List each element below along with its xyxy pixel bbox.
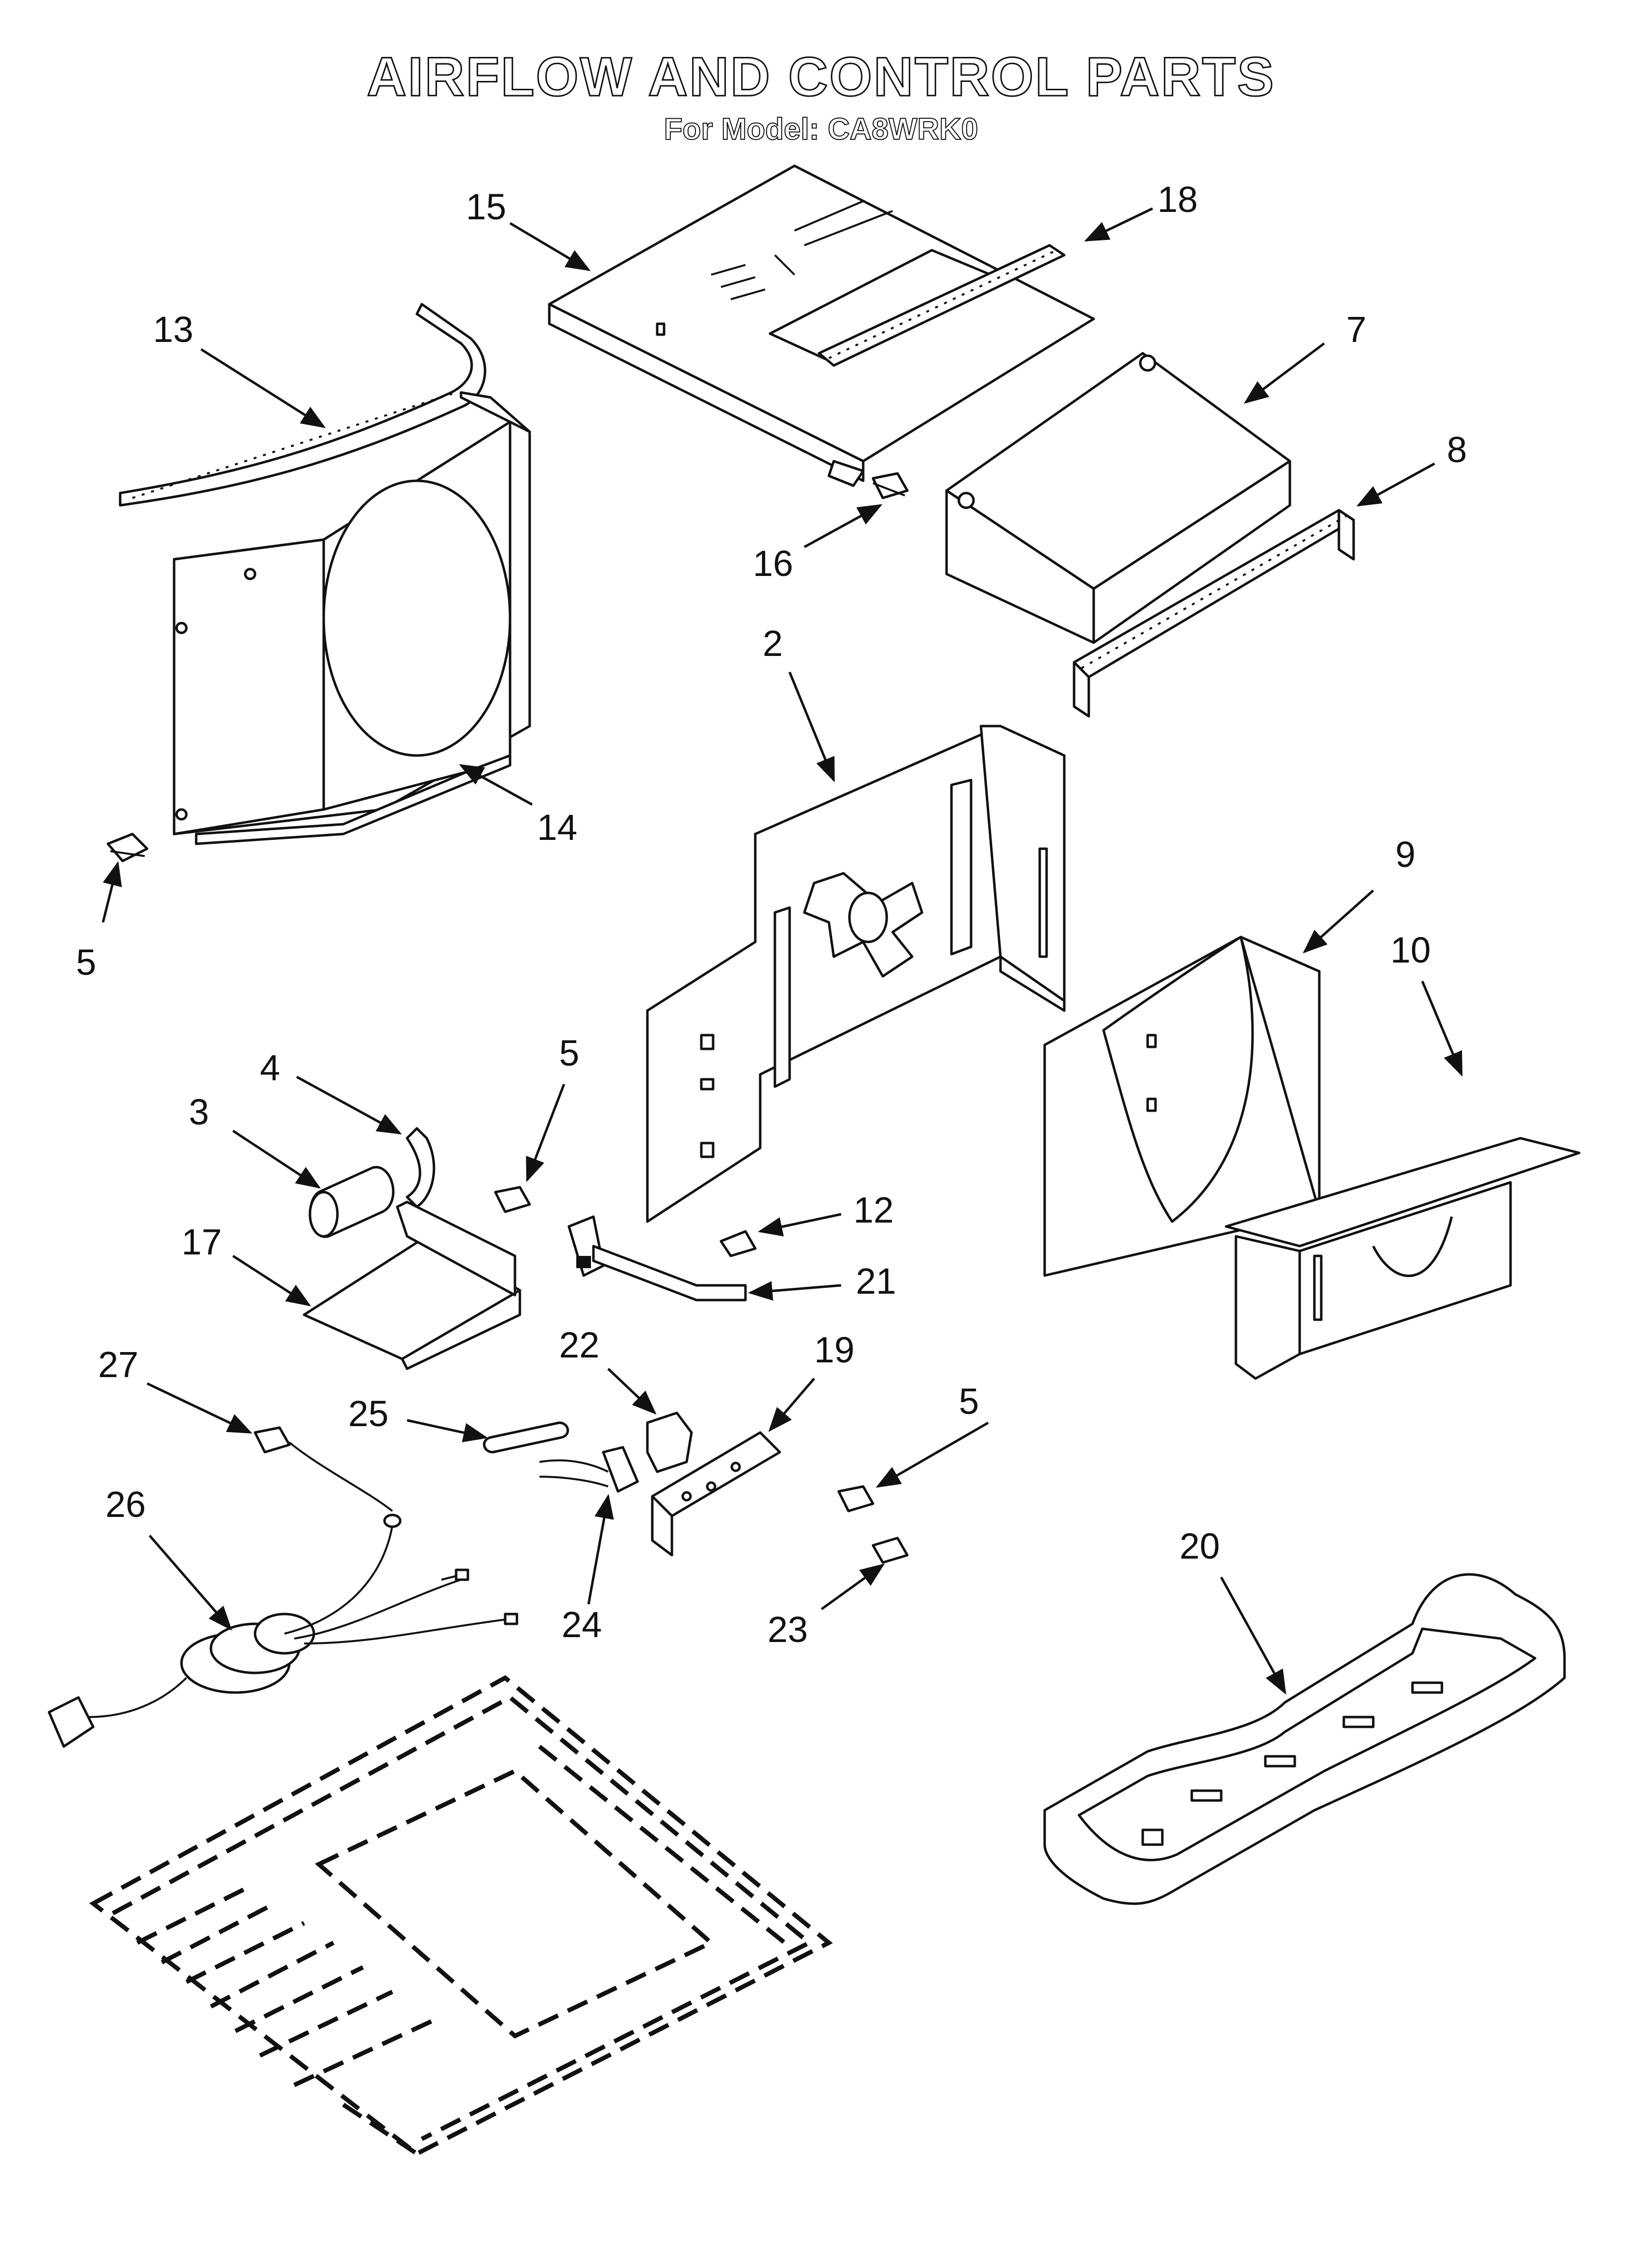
part-4-capacitor-bracket (406, 1127, 436, 1208)
callout-12: 12 (853, 1190, 894, 1230)
part-26-power-cord (48, 1525, 518, 1748)
part-10-air-deflector (1225, 1137, 1581, 1380)
part-13-gasket (119, 303, 487, 507)
leader-5a (102, 861, 122, 923)
part-2-partition-panel (646, 725, 1066, 1223)
callout-7: 7 (1346, 309, 1367, 350)
part-19-control-plate (651, 1431, 781, 1557)
callout-26: 26 (105, 1484, 146, 1525)
leader-12 (758, 1213, 842, 1237)
part-17-control-box (303, 1200, 521, 1370)
callout-24: 24 (562, 1604, 602, 1645)
model-subtitle: For Model: CA8WRK0 (664, 112, 979, 147)
part-18-foam-strip (818, 244, 1066, 367)
leader-20 (1220, 1576, 1286, 1695)
leader-16 (803, 504, 883, 548)
leader-2 (788, 672, 835, 782)
callout-17: 17 (181, 1222, 222, 1262)
part-8-seal-strip (1073, 509, 1355, 718)
part-20-drain-pan (1043, 1573, 1566, 1905)
part-9-blower-scroll (1043, 936, 1321, 1277)
leader-23 (821, 1564, 885, 1611)
leader-13 (200, 348, 326, 428)
part-23-screw (872, 1537, 909, 1564)
leader-15 (509, 222, 591, 271)
leader-25 (407, 1419, 488, 1442)
callout-21: 21 (856, 1261, 897, 1302)
part-5-screw-right (837, 1485, 874, 1512)
part-27-ground-screw (254, 1426, 402, 1528)
leader-3 (232, 1129, 321, 1189)
leader-24 (587, 1494, 614, 1605)
leader-14 (459, 764, 533, 806)
callout-16: 16 (753, 543, 794, 584)
callout-8: 8 (1447, 429, 1467, 470)
part-15-top-cover (548, 164, 1095, 487)
callout-13: 13 (153, 309, 194, 350)
leader-27 (146, 1382, 253, 1434)
part-16-screw (872, 472, 909, 499)
part-3-capacitor (308, 1166, 395, 1238)
leader-4 (296, 1075, 402, 1135)
callout-20: 20 (1180, 1526, 1220, 1566)
part-5-screw-left (106, 833, 149, 862)
leader-19 (768, 1378, 815, 1432)
leader-7 (1244, 342, 1325, 404)
callout-19: 19 (814, 1330, 855, 1370)
callout-4: 4 (260, 1047, 281, 1088)
part-22-switch (646, 1411, 693, 1473)
leader-18 (1084, 207, 1154, 242)
callout-27: 27 (98, 1344, 139, 1385)
leader-17 (232, 1254, 311, 1306)
leader-9 (1303, 889, 1374, 954)
leader-10 (1421, 981, 1463, 1077)
part-21-thermostat-bracket (567, 1215, 747, 1302)
leader-21 (748, 1281, 842, 1301)
callout-14: 14 (537, 807, 578, 848)
callout-22: 22 (559, 1325, 600, 1365)
callout-5-right: 5 (959, 1381, 979, 1422)
part-7-control-cover (945, 352, 1291, 644)
callout-5-middle: 5 (559, 1033, 580, 1073)
leader-22 (607, 1368, 657, 1415)
callout-18: 18 (1157, 179, 1198, 220)
part-5-screw-middle (494, 1186, 531, 1213)
base-pan-outline (89, 1675, 833, 2157)
callout-23: 23 (768, 1609, 808, 1650)
part-25-sleeve (483, 1421, 569, 1454)
part-24-rotary-switch (539, 1446, 639, 1493)
leader-26 (149, 1535, 232, 1631)
callout-3: 3 (189, 1092, 209, 1132)
leader-5c (875, 1421, 989, 1488)
callout-15: 15 (466, 186, 507, 227)
leader-lines (102, 207, 1463, 1695)
part-12-screw (719, 1230, 757, 1257)
page-title: AIRFLOW AND CONTROL PARTS (366, 46, 1276, 108)
callout-25: 25 (348, 1393, 389, 1434)
callout-9: 9 (1395, 834, 1416, 875)
leader-8 (1356, 462, 1436, 507)
callout-2: 2 (763, 623, 783, 664)
part-14-fan-shroud (173, 391, 531, 845)
callout-5-left: 5 (76, 942, 97, 983)
leader-5b (526, 1084, 565, 1182)
callout-10: 10 (1390, 930, 1431, 970)
